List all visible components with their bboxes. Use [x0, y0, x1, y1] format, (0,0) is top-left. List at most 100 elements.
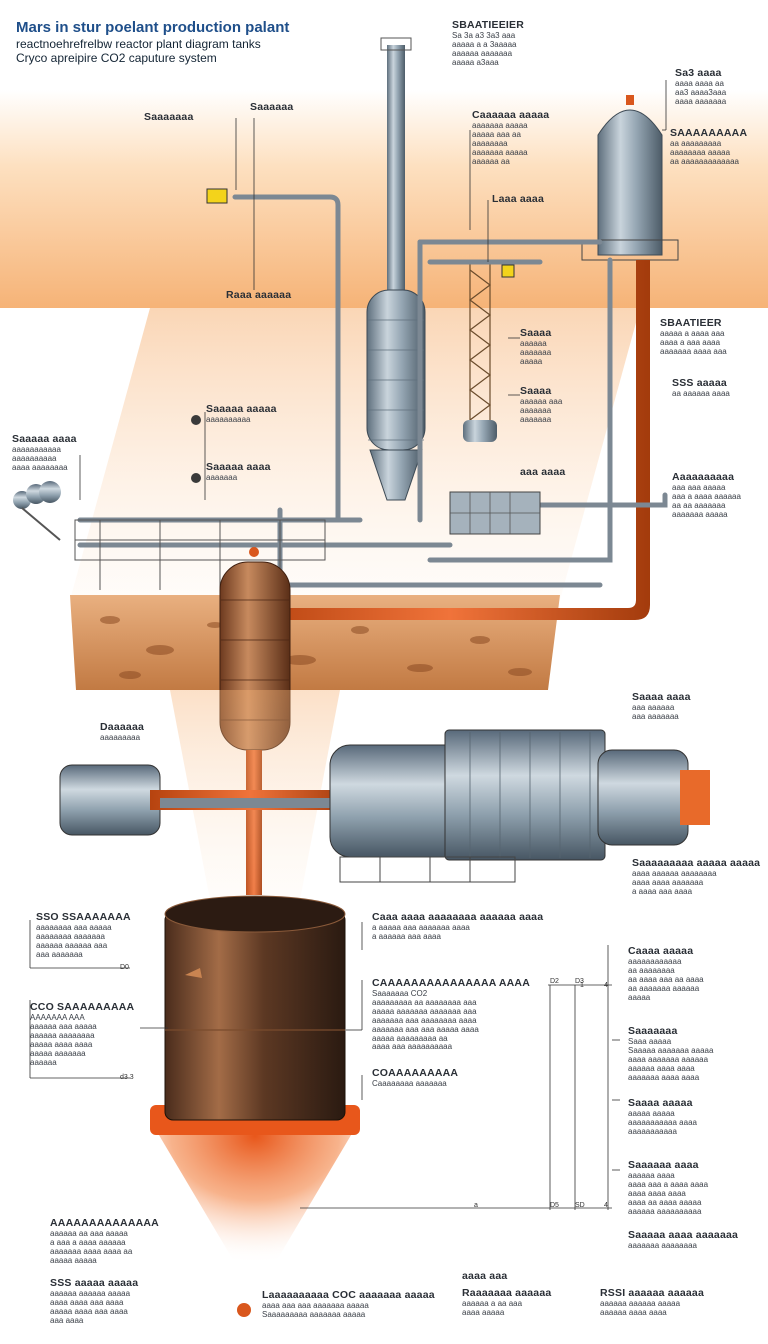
- callout-line: aaaaaaaa: [472, 138, 508, 148]
- callout-line: aaaa aaaaaaaa: [12, 462, 68, 472]
- callout-heading: aaaa aaa: [462, 1270, 508, 1282]
- callout-line: aaaaaa aaaa aaaa: [600, 1307, 667, 1317]
- tank-top: [164, 895, 346, 933]
- callout-left-top: Saaaaaaa: [144, 111, 194, 124]
- callout-line: aaaa aaaa aaa aaaa: [50, 1297, 124, 1307]
- exhaust-stack: [387, 45, 405, 305]
- callout-line: aaaaaa aaaa aaaa: [628, 1063, 695, 1073]
- tank-stand: [21, 507, 61, 541]
- callout-line: aaaaaaa aaaaa: [672, 509, 728, 519]
- callout-heading: Aaaaaaaaaa: [672, 471, 735, 483]
- tank-marker: [185, 968, 202, 978]
- callout-line: aaaa aa aaaa aaaaa: [628, 1197, 702, 1207]
- callout-heading: Saaaaaaa: [628, 1025, 678, 1037]
- callout-heading: aaa aaaa: [520, 466, 566, 478]
- callout-line: aaaaaaa aaa aaa aaaaa aaaa: [372, 1024, 479, 1034]
- callout-tick-small: aaaa aaa: [462, 1270, 508, 1283]
- callout-mid-top: Saaaaaa: [250, 101, 294, 114]
- callout-line: aaa aaaaaaa: [36, 949, 83, 959]
- callout-heading: AAAAAAAAAAAAAA: [50, 1217, 159, 1229]
- callout-line: aaaaaaaaaaa: [12, 444, 61, 454]
- callout-line: aaaaa a a 3aaaaa: [452, 39, 517, 49]
- callout-line: aaaaa aaaaaaa aaaaaaa aaa: [372, 1006, 477, 1016]
- vessel-platform: [581, 239, 679, 261]
- callout-line: aaaaaa aaaaaaaaaa: [628, 1206, 702, 1216]
- dimension-tick: d3 3: [120, 1074, 134, 1081]
- callout-line: aaaaaaaaaa: [12, 453, 57, 463]
- dimension-tick: 4: [604, 1202, 608, 1209]
- callout-line: aaaaaaaa aaaaa: [670, 147, 731, 157]
- callout-line: aaaaaaa aaa aaaaaaaa aaaa: [372, 1015, 477, 1025]
- dimension-tick: D2: [550, 978, 559, 985]
- callout-heading: Laaaaaaaaaa COC aaaaaaa aaaaa: [262, 1289, 435, 1301]
- module-grid: [450, 492, 540, 534]
- callout-heading: Caaa aaaa aaaaaaaa aaaaaa aaaa: [372, 911, 544, 923]
- callout-line: Caaaaaaaa aaaaaaa: [372, 1078, 447, 1088]
- callout-line: aaa aaaaaaa: [632, 711, 679, 721]
- dimension-tick: SD: [575, 1202, 585, 1209]
- page-subtitle-2: Cryco apreipire CO2 caputure system: [16, 51, 217, 65]
- callout-heading: Saaaaaa: [250, 101, 294, 113]
- callout-line: aaaaaaa aaaaa: [472, 120, 528, 130]
- callout-line: aaaaa aaaaa: [628, 1108, 675, 1118]
- heat-exchanger: [444, 729, 606, 861]
- callout-heading: Saaaaa aaaa: [206, 461, 271, 473]
- callout-heading: Saaaaa aaaa aaaaaaa: [628, 1229, 739, 1241]
- callout-line: Saaaaaaaaa aaaaaaa aaaaa: [262, 1309, 366, 1319]
- lattice-tower: [469, 262, 491, 425]
- reactor-bands: [368, 319, 424, 441]
- leader-lines: [29, 80, 667, 1210]
- callout-heading: Saaaa aaaaa: [628, 1097, 693, 1109]
- callout-heading: Saaaaa aaaa: [12, 433, 77, 445]
- callout-mid-right-unit: aaa aaaa: [520, 466, 566, 479]
- callout-line: aaa aaaaaa: [632, 702, 675, 712]
- callout-line: aaaa aaa a aaaa aaaa: [628, 1179, 709, 1189]
- callout-heading: Saaaa: [520, 385, 552, 397]
- callout-heading: CCO SAAAAAAAAA: [30, 1001, 135, 1013]
- callout-ground-label: Raaa aaaaaa: [226, 289, 291, 302]
- callout-line: aa aaaaaaa aaaaaa: [628, 983, 700, 993]
- callout-heading: Saaaaaaa: [144, 111, 194, 123]
- dimension-tick: 4: [604, 982, 608, 989]
- callout-line: aaaaaa: [30, 1057, 57, 1067]
- callout-line: aaa aaaa: [50, 1315, 84, 1325]
- tank-glow: [150, 1120, 360, 1280]
- callout-line: aaaaaa aaa aaaaa: [30, 1021, 97, 1031]
- callout-heading: SSO SSAAAAAAA: [36, 911, 131, 923]
- spherical-tanks: [13, 481, 61, 509]
- valve-bulb-1: [191, 415, 201, 425]
- stack-railing: [380, 37, 412, 51]
- callout-line: a aaaaaa aaa aaaa: [372, 931, 441, 941]
- callout-line: aa aaaaaaaa: [628, 965, 675, 975]
- callout-line: aaaaaaa aaaaaaaa: [628, 1240, 697, 1250]
- copper-tank-valve: [249, 547, 259, 557]
- dimension-tick: D0: [120, 964, 129, 971]
- callout-line: aaaaaaa aaaa aaa: [660, 346, 727, 356]
- callout-line: aaa aaa aaaaa: [672, 482, 726, 492]
- callout-line: aaaa a aaa aaaa: [660, 337, 721, 347]
- callout-line: aaaa aaaa aaaaaaa: [632, 877, 704, 887]
- callout-line: aaaaaaaaaaa aaaa: [628, 1117, 697, 1127]
- callout-line: aaaaaa a aa aaa: [462, 1298, 523, 1308]
- callout-line: aaa a aaaa aaaaaa: [672, 491, 741, 501]
- callout-line: aaaa aaaa aa: [675, 78, 724, 88]
- callout-heading: Saaaa: [520, 327, 552, 339]
